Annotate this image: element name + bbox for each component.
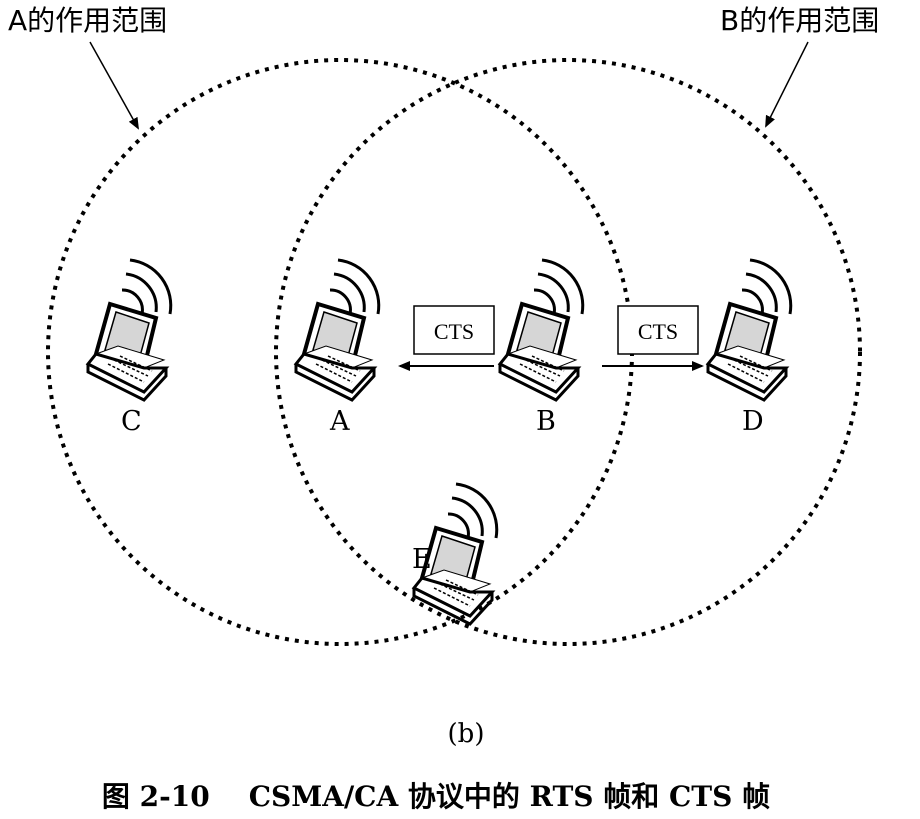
laptop-icon: [498, 258, 585, 402]
node-label-b: B: [536, 406, 556, 437]
cts-label-left: CTS: [434, 319, 474, 344]
laptop-icon: [294, 258, 381, 402]
range-pointer-b: [765, 41, 809, 128]
node-label-a: A: [329, 406, 350, 437]
range-pointer-a: [89, 41, 139, 130]
cts-label-right: CTS: [638, 319, 678, 344]
range-label-b: B的作用范围: [720, 4, 879, 37]
laptop-a: [294, 258, 381, 402]
figure-caption: 图 2-10 CSMA/CA 协议中的 RTS 帧和 CTS 帧: [102, 780, 770, 813]
subfigure-label: (b): [448, 719, 485, 749]
laptop-icon: [86, 258, 173, 402]
cts-box-left: [413, 305, 495, 355]
laptop-icon: [706, 258, 793, 402]
range-circle-b: [274, 58, 862, 646]
node-label-e: E: [412, 544, 432, 575]
laptop-c: [86, 258, 173, 402]
range-label-a: A的作用范围: [8, 4, 167, 37]
node-label-c: C: [121, 406, 142, 437]
laptop-d: [706, 258, 793, 402]
node-label-d: D: [742, 406, 764, 437]
laptop-b: [498, 258, 585, 402]
cts-box-right: [617, 305, 699, 355]
